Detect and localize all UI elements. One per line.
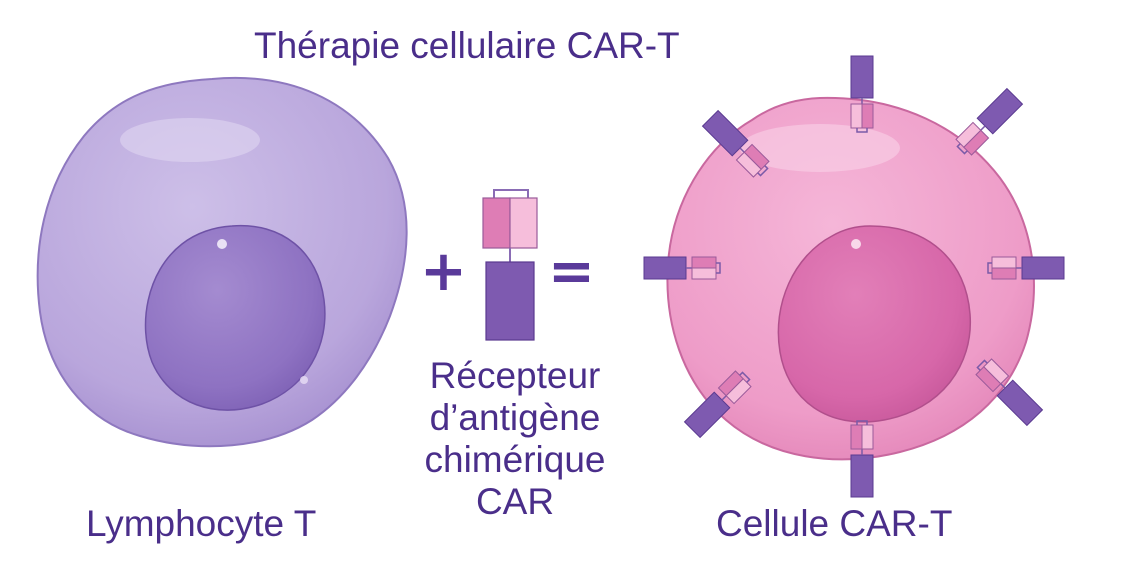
car-t-cell-icon xyxy=(666,96,1035,461)
car-label-line: CAR xyxy=(475,481,555,522)
car-label-line: Récepteur xyxy=(429,355,601,396)
car-label-line: chimérique xyxy=(424,439,606,480)
car-receptor-label: Récepteur d’antigène chimérique CAR xyxy=(400,355,630,523)
equals-operator: = xyxy=(548,239,595,304)
lymphocyte-highlight xyxy=(120,118,260,162)
cart-nucleus xyxy=(777,225,972,423)
plus-operator: + xyxy=(420,239,467,304)
cart-cell-label: Cellule CAR-T xyxy=(716,503,953,544)
lymphocyte-label: Lymphocyte T xyxy=(86,503,317,544)
car-receptor-icon xyxy=(482,189,538,341)
lymphocyte-t-cell-icon xyxy=(36,77,408,448)
page-title: Thérapie cellulaire CAR-T xyxy=(254,25,680,66)
car-label-line: d’antigène xyxy=(429,397,601,438)
lymphocyte-nucleus xyxy=(144,224,326,411)
cart-highlight xyxy=(740,124,900,172)
